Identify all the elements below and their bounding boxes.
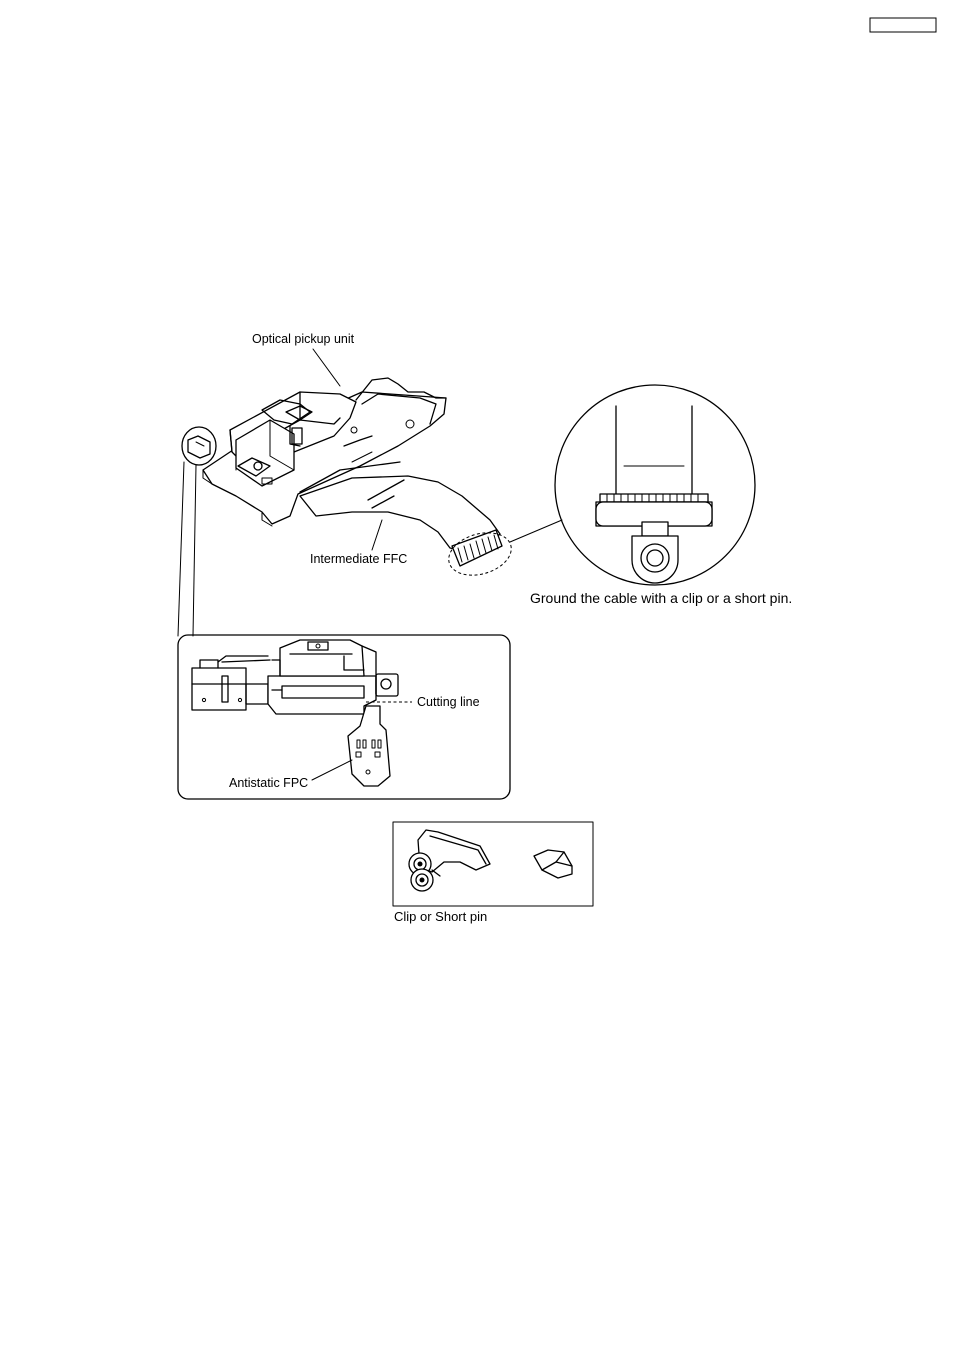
antistatic-fpc-detail-box xyxy=(178,635,510,799)
label-clip-or-short-pin-text: Clip or Short pin xyxy=(394,909,487,924)
label-intermediate-ffc: Intermediate FFC xyxy=(310,520,407,566)
intermediate-ffc-drawing xyxy=(300,476,516,582)
label-clip-or-short-pin: Clip or Short pin xyxy=(394,909,487,924)
clip-short-pin-box xyxy=(393,822,593,906)
page-tag xyxy=(870,18,936,32)
label-optical-pickup-unit: Optical pickup unit xyxy=(252,332,355,386)
label-intermediate-ffc-text: Intermediate FFC xyxy=(310,552,407,566)
label-antistatic-fpc: Antistatic FPC xyxy=(229,760,352,790)
label-optical-pickup-unit-text: Optical pickup unit xyxy=(252,332,355,346)
label-antistatic-fpc-text: Antistatic FPC xyxy=(229,776,308,790)
label-cutting-line: Cutting line xyxy=(417,695,480,709)
label-ground-instruction: Ground the cable with a clip or a short … xyxy=(530,590,792,606)
label-cutting-line-text: Cutting line xyxy=(417,695,480,709)
antistatic-location-circle xyxy=(182,427,216,465)
cable-ground-zoom-circle xyxy=(555,385,755,585)
label-ground-instruction-text: Ground the cable with a clip or a short … xyxy=(530,590,792,606)
